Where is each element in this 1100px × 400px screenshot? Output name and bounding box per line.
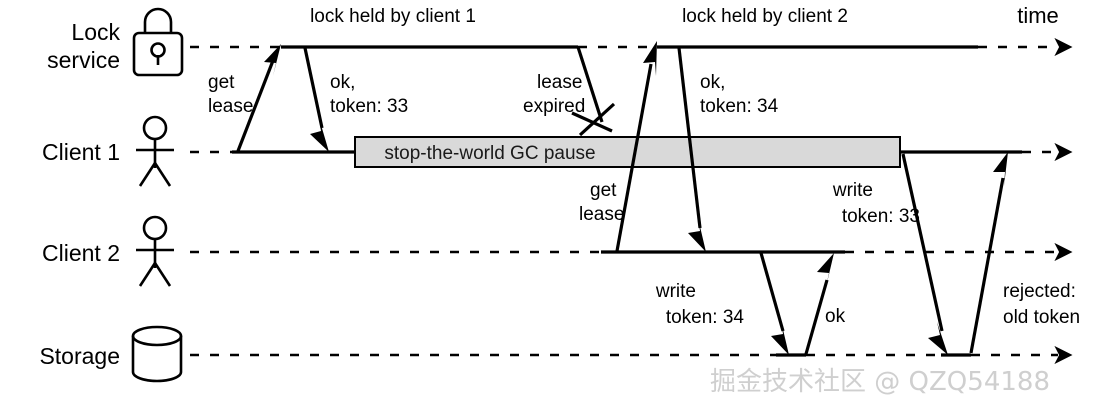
gc-pause-label: stop-the-world GC pause (384, 143, 595, 164)
label-get-lease-1-line1: get (208, 72, 235, 93)
label-rejected-old-token-line1: rejected: (1003, 281, 1076, 302)
label-write-token-34-line2: token: 34 (666, 307, 745, 328)
lane-label-lock-service-line2: service (47, 47, 120, 73)
label-get-lease-2-line2: lease (579, 204, 624, 225)
label-rejected-old-token-line2: old token (1003, 307, 1080, 328)
lane-label-client-2-line1: Client 2 (42, 240, 120, 266)
watermark: 掘金技术社区 @ QZQ54188 (710, 367, 1050, 397)
arrow-ok-storage (804, 253, 834, 355)
label-lease-expired-line1: lease (537, 72, 582, 93)
label-get-lease-2-line1: get (590, 180, 617, 201)
label-lease-expired-line2: expired (523, 96, 585, 117)
label-ok-storage: ok (825, 306, 846, 327)
label-ok-storage-line1: ok (825, 306, 846, 327)
label-ok-token-34-line1: ok, (700, 72, 725, 93)
period-label-lock-held-client-1: lock held by client 1 (310, 6, 476, 27)
stick-figure-icon-client-1 (136, 115, 174, 187)
label-rejected-old-token: rejected: old token (1003, 281, 1080, 328)
lane-label-storage-line1: Storage (39, 343, 120, 369)
label-get-lease-1: get lease (208, 72, 253, 117)
arrow-lease-expired (571, 46, 616, 137)
label-ok-token-33: ok, token: 33 (330, 72, 408, 117)
label-ok-token-33-line1: ok, (330, 72, 355, 93)
stick-figure-icon-client-2 (136, 215, 174, 287)
arrow-rejected-old-token (969, 152, 1008, 354)
label-write-token-33: write token: 33 (832, 180, 920, 227)
database-cylinder-icon (131, 325, 183, 383)
label-ok-token-34-line2: token: 34 (700, 96, 779, 117)
label-write-token-34: write token: 34 (655, 281, 745, 328)
lane-label-client-1-line1: Client 1 (42, 139, 120, 165)
label-write-token-33-line2: token: 33 (842, 206, 920, 227)
lane-label-lock-service: Lock service (47, 19, 120, 73)
padlock-icon (132, 7, 184, 77)
period-label-lock-held-client-2: lock held by client 2 (682, 6, 848, 27)
arrow-get-lease-1 (236, 44, 281, 152)
label-get-lease-2: get lease (579, 180, 624, 225)
label-write-token-34-line1: write (655, 281, 696, 302)
arrow-write-token-33 (901, 153, 948, 355)
label-write-token-33-line1: write (832, 180, 873, 201)
lane-label-client-2: Client 2 (42, 240, 120, 266)
arrow-write-token-34 (759, 252, 789, 355)
label-lease-expired: lease expired (523, 72, 585, 117)
arrow-ok-token-33 (303, 47, 329, 152)
arrow-ok-token-34 (677, 47, 706, 252)
lane-label-storage: Storage (39, 343, 120, 369)
label-ok-token-33-line2: token: 33 (330, 96, 408, 117)
time-axis-label: time (1017, 3, 1059, 28)
label-get-lease-1-line2: lease (208, 96, 253, 117)
arrow-get-lease-2 (615, 41, 657, 252)
lane-label-lock-service-line1: Lock (71, 19, 120, 45)
label-ok-token-34: ok, token: 34 (700, 72, 779, 117)
gc-pause-box (354, 136, 901, 168)
lane-label-client-1: Client 1 (42, 139, 120, 165)
